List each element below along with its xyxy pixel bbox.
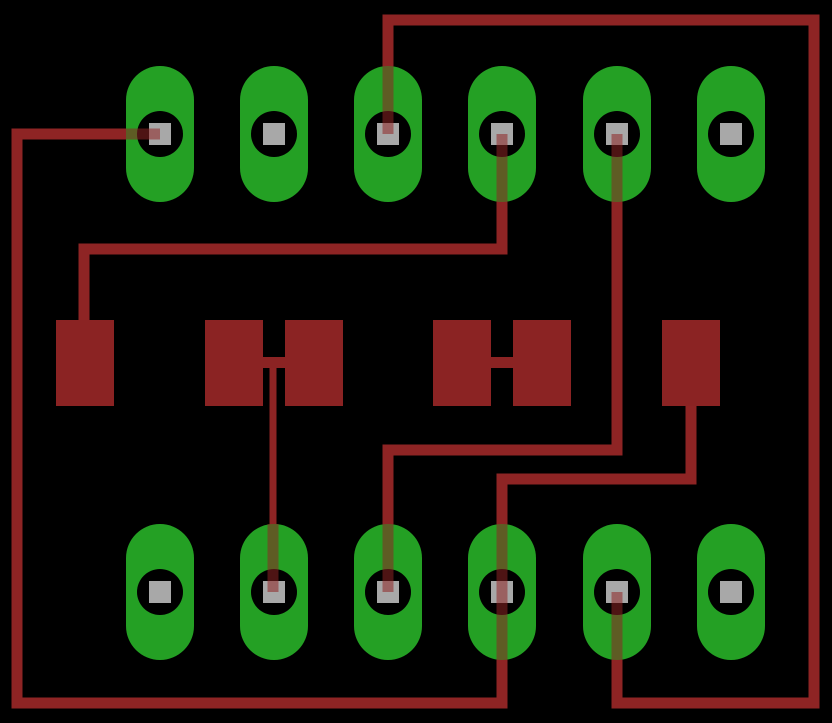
header-pin-top-6 (697, 66, 765, 202)
pin-marker (720, 581, 742, 603)
smd-pad-a (56, 320, 114, 406)
trace-top1-to-bottom4 (11, 128, 508, 709)
trace-top3-to-bottom5 (382, 14, 820, 709)
header-pin-bottom-1 (126, 524, 194, 660)
smd-pad-c-right (513, 320, 571, 406)
smd-pad-b-bridge (263, 357, 285, 368)
smd-pad-b-left (205, 320, 263, 406)
smd-pad-b-right (285, 320, 343, 406)
smd-pad-c-bridge (491, 357, 513, 368)
smd-pad-d (662, 320, 720, 406)
pin-marker (720, 123, 742, 145)
smd-pad-layer (56, 320, 720, 406)
trace-overlay-layer (125, 66, 623, 660)
pin-marker (149, 581, 171, 603)
header-pin-bottom-6 (697, 524, 765, 660)
header-pin-top-2 (240, 66, 308, 202)
smd-pad-c-left (433, 320, 491, 406)
trace-top5-to-bottom3 (382, 128, 623, 598)
pin-marker (263, 123, 285, 145)
